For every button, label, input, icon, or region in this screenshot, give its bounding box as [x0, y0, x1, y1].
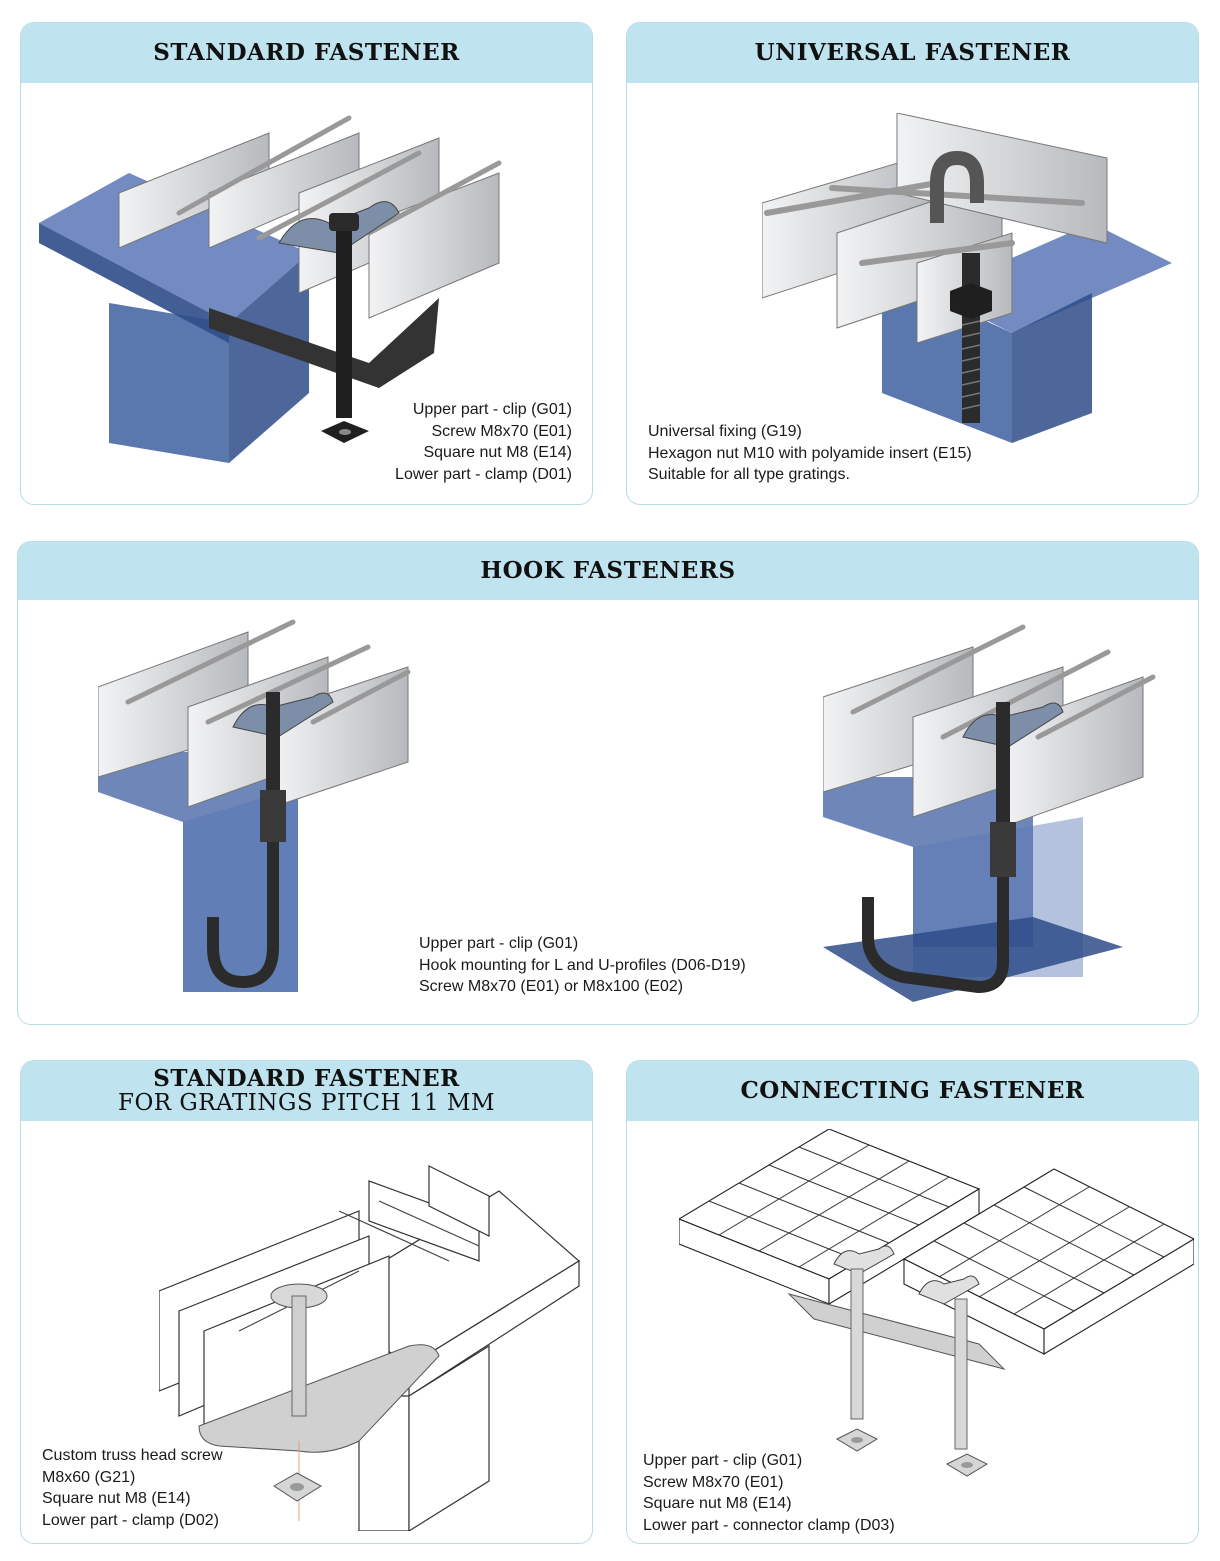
panel-universal-fastener: UNIVERSAL FASTENER Universal fix — [626, 22, 1199, 505]
caption-line: Hexagon nut M10 with polyamide insert (E… — [648, 444, 972, 462]
caption-standard-11mm: Custom truss head screw M8x60 (G21) Squa… — [42, 1445, 223, 1531]
caption-line: Lower part - clamp (D01) — [395, 465, 572, 483]
panel-header: CONNECTING FASTENER — [627, 1061, 1198, 1121]
hook-u-profile-illustration — [823, 624, 1156, 1002]
caption-line: Custom truss head screw — [42, 1447, 223, 1464]
caption-line: Lower part - connector clamp (D03) — [643, 1516, 895, 1534]
caption-line: Screw M8x70 (E01) or M8x100 (E02) — [419, 978, 684, 995]
caption-line: Upper part - clip (G01) — [412, 401, 572, 418]
caption-line: Hook mounting for L and U-profiles (D06-… — [419, 956, 746, 974]
panel-header: STANDARD FASTENER FOR GRATINGS PITCH 11 … — [21, 1061, 592, 1121]
panel-header: STANDARD FASTENER — [21, 23, 592, 83]
caption-connecting: Upper part - clip (G01) Screw M8x70 (E01… — [643, 1450, 895, 1536]
caption-standard: Upper part - clip (G01) Screw M8x70 (E01… — [395, 399, 572, 485]
caption-line: Upper part - clip (G01) — [643, 1452, 803, 1469]
panel-connecting-fastener: CONNECTING FASTENER — [626, 1060, 1199, 1544]
panel-header: HOOK FASTENERS — [18, 542, 1198, 600]
panel-subtitle: FOR GRATINGS PITCH 11 MM — [117, 1090, 496, 1116]
panel-header: UNIVERSAL FASTENER — [627, 23, 1198, 83]
panel-hook-fasteners: HOOK FASTENERS — [17, 541, 1199, 1025]
caption-line: Lower part - clamp (D02) — [42, 1511, 219, 1529]
panel-title: STANDARD FASTENER — [153, 1064, 460, 1092]
caption-universal: Universal fixing (G19) Hexagon nut M10 w… — [648, 421, 972, 486]
hook-l-profile-illustration — [98, 619, 411, 992]
connecting-fastener-illustration — [679, 1129, 1194, 1477]
caption-line: Upper part - clip (G01) — [419, 935, 579, 952]
standard-fastener-illustration — [39, 115, 502, 463]
caption-line: Universal fixing (G19) — [648, 423, 802, 440]
caption-line: Screw M8x70 (E01) — [431, 422, 573, 440]
caption-line: M8x60 (G21) — [42, 1468, 136, 1486]
panel-title: CONNECTING FASTENER — [740, 1077, 1085, 1105]
caption-hook: Upper part - clip (G01) Hook mounting fo… — [419, 933, 746, 998]
panel-title: STANDARD FASTENER — [153, 39, 460, 67]
panel-standard-fastener: STANDARD FASTENER Upper part - clip (G01… — [20, 22, 593, 505]
universal-fastener-illustration — [762, 113, 1172, 443]
panel-standard-fastener-11mm: STANDARD FASTENER FOR GRATINGS PITCH 11 … — [20, 1060, 593, 1544]
caption-line: Square nut M8 (E14) — [42, 1490, 191, 1507]
caption-line: Screw M8x70 (E01) — [643, 1473, 784, 1491]
panel-title: UNIVERSAL FASTENER — [754, 39, 1071, 67]
standard-fastener-11mm-illustration — [159, 1165, 581, 1531]
caption-line: Suitable for all type gratings. — [648, 466, 850, 483]
caption-line: Square nut M8 (E14) — [643, 1495, 792, 1512]
caption-line: Square nut M8 (E14) — [423, 444, 572, 461]
panel-title: HOOK FASTENERS — [480, 557, 736, 585]
